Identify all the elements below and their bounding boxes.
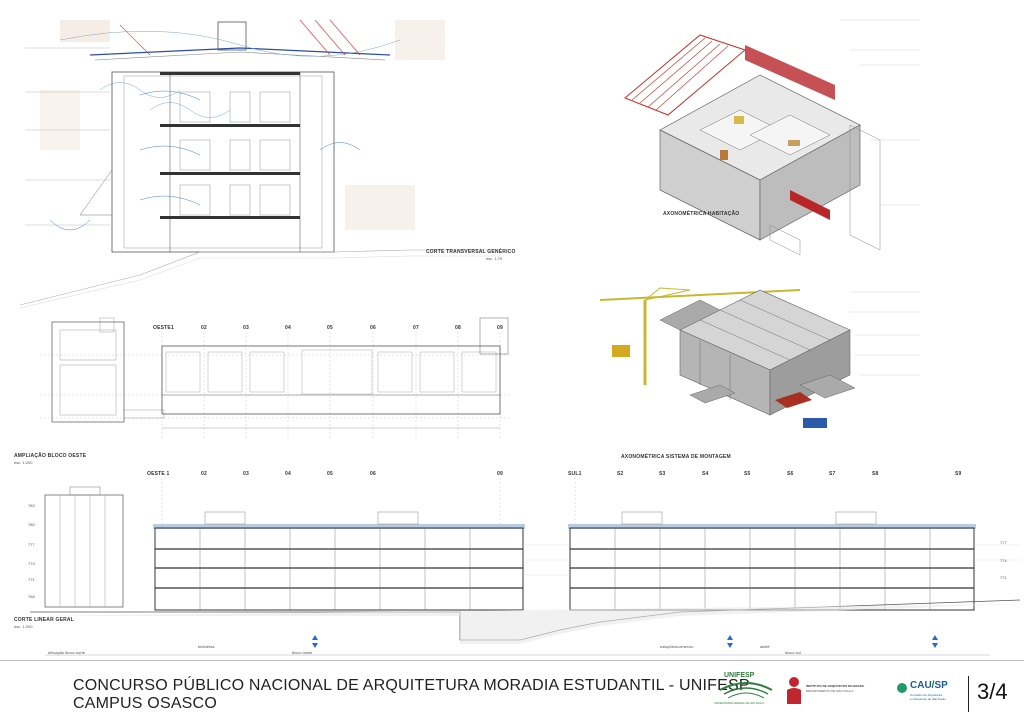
cau-sub-2: e Urbanismo de São Paulo bbox=[910, 697, 946, 701]
west-block-plan bbox=[40, 317, 510, 440]
competition-title: CONCURSO PÚBLICO NACIONAL DE ARQUITETURA… bbox=[73, 677, 750, 713]
drawing-sheet bbox=[19, 19, 1021, 656]
grid-label: 06 bbox=[370, 471, 376, 477]
bottom-label: elevação bloco norte bbox=[48, 650, 85, 655]
grid-label: 07 bbox=[413, 325, 419, 331]
unifesp-logo: UNIFESP UNIVERSIDADE FEDERAL DE SÃO PAUL… bbox=[714, 672, 778, 710]
bottom-label: bicicletas bbox=[198, 644, 215, 649]
level-label: 774 bbox=[1000, 558, 1007, 563]
grid-label: S7 bbox=[829, 471, 836, 477]
unifesp-emblem-icon bbox=[719, 682, 773, 699]
sheet-number-box: 3/4 bbox=[968, 676, 1017, 712]
west-block-plan-title: AMPLIAÇÃO BLOCO OESTE bbox=[14, 453, 87, 459]
sheet-number: 3/4 bbox=[977, 679, 1008, 704]
axo-housing-title: AXONOMÉTRICA HABITAÇÃO bbox=[663, 211, 740, 217]
title-line-2: CAMPUS OSASCO bbox=[73, 695, 217, 712]
grid-label: 04 bbox=[285, 471, 291, 477]
grid-label: S9 bbox=[955, 471, 962, 477]
grid-label: 03 bbox=[243, 471, 249, 477]
cross-section-scale: esc. 1:75 bbox=[486, 256, 503, 261]
cross-section-title: CORTE TRANSVERSAL GENÉRICO bbox=[426, 249, 516, 255]
axonometric-assembly bbox=[599, 287, 920, 428]
grid-label: 02 bbox=[201, 325, 207, 331]
iab-logo: INSTITUTO DE ARQUITETOS DO BRASIL DEPART… bbox=[784, 672, 874, 710]
iab-line-1: INSTITUTO DE ARQUITETOS DO BRASIL bbox=[806, 684, 865, 688]
cau-logo: CAU/SP Conselho de Arquitetura e Urbanis… bbox=[896, 672, 960, 710]
iab-emblem-icon bbox=[787, 677, 801, 704]
unifesp-subtitle: UNIVERSIDADE FEDERAL DE SÃO PAULO bbox=[714, 702, 765, 705]
cau-wordmark: CAU/SP bbox=[910, 680, 948, 691]
grid-label: S2 bbox=[617, 471, 624, 477]
linear-section-title: CORTE LINEAR GERAL bbox=[14, 617, 74, 623]
cau-emblem-icon bbox=[897, 683, 907, 693]
grid-label: S4 bbox=[702, 471, 709, 477]
title-block bbox=[0, 660, 1024, 724]
level-label: 783 bbox=[28, 503, 35, 508]
level-label: 777 bbox=[28, 542, 35, 547]
grid-label: S8 bbox=[872, 471, 879, 477]
grid-label: 02 bbox=[201, 471, 207, 477]
level-label: 768 bbox=[28, 594, 35, 599]
grid-label: OESTE1 bbox=[153, 325, 174, 331]
title-line-1: CONCURSO PÚBLICO NACIONAL DE ARQUITETURA… bbox=[73, 677, 750, 694]
linear-section bbox=[30, 478, 1021, 656]
grid-label: OESTE 1 bbox=[147, 471, 170, 477]
grid-label: S3 bbox=[659, 471, 666, 477]
grid-label: SUL1 bbox=[568, 471, 582, 477]
level-label: 771 bbox=[28, 577, 35, 582]
level-label: 780 bbox=[28, 522, 35, 527]
unifesp-wordmark: UNIFESP bbox=[724, 672, 755, 679]
axo-assembly-title: AXONOMÉTRICA SISTEMA DE MONTAGEM bbox=[621, 454, 731, 460]
linear-section-scale: esc. 1:200 bbox=[14, 624, 33, 629]
level-label: 777 bbox=[1000, 540, 1007, 545]
axonometric-housing bbox=[624, 19, 920, 256]
bottom-label: bloco oeste bbox=[292, 650, 313, 655]
grid-label: 05 bbox=[327, 325, 333, 331]
iab-line-2: DEPARTAMENTO DE SÃO PAULO bbox=[806, 689, 854, 693]
bottom-label: ateliê bbox=[760, 644, 770, 649]
grid-label: 04 bbox=[285, 325, 291, 331]
grid-label: S5 bbox=[744, 471, 751, 477]
cross-section-drawing bbox=[19, 19, 500, 309]
grid-label: 08 bbox=[455, 325, 461, 331]
bottom-label: estações/comercio bbox=[660, 644, 694, 649]
grid-label: 09 bbox=[497, 325, 503, 331]
cau-sub-1: Conselho de Arquitetura bbox=[910, 693, 943, 697]
grid-label: 09 bbox=[497, 471, 503, 477]
bottom-label: bloco sul bbox=[785, 650, 801, 655]
grid-label: 05 bbox=[327, 471, 333, 477]
level-label: 771 bbox=[1000, 575, 1007, 580]
grid-label: 06 bbox=[370, 325, 376, 331]
grid-label: 03 bbox=[243, 325, 249, 331]
west-block-plan-scale: esc. 1:200 bbox=[14, 460, 33, 465]
level-label: 774 bbox=[28, 561, 35, 566]
grid-label: S6 bbox=[787, 471, 794, 477]
